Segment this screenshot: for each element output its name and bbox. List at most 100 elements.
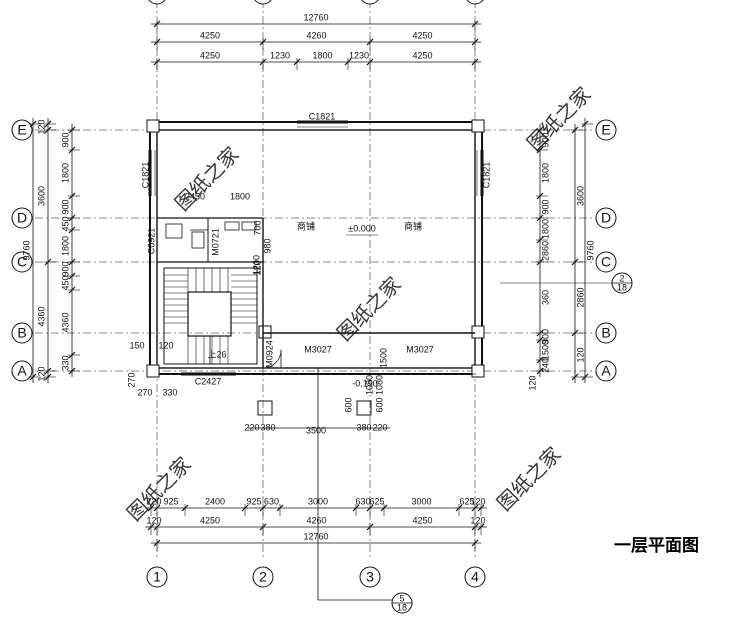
axis-bubble-col-bottom-1: 1 (153, 569, 161, 585)
room-label-shop-left: 商铺 (297, 220, 315, 231)
dimension-tick (571, 258, 579, 266)
dim-interior-value: 220 (244, 422, 259, 432)
axis-bubble-row-right-C: C (601, 254, 611, 270)
dim-left-extra-value: 270 (126, 372, 136, 387)
door-label-left: M3027 (304, 344, 332, 354)
dimension-tick (571, 126, 579, 134)
dimension-tick (68, 351, 76, 359)
dim-left-extra-value: 120 (158, 340, 173, 350)
dim-bottom-detail-value: 625 (459, 496, 474, 506)
dim-top-detail-value: 1230 (270, 50, 290, 60)
axis-bubble-col-top-4-circle (466, 0, 484, 5)
dim-right-extra-value: 120 (527, 375, 537, 390)
dim-interior-value: 380 (260, 422, 275, 432)
dimension-tick (293, 58, 301, 66)
dimension-tick (241, 504, 249, 512)
window-label-left: C1821 (140, 162, 150, 189)
axis-bubble-col-bottom-3: 3 (366, 569, 374, 585)
fixture-basin (165, 223, 183, 239)
dim-bottom-detail-value: 630 (264, 496, 279, 506)
dimension-tick (536, 258, 544, 266)
dimension-tick (571, 373, 579, 381)
dimension-tick (471, 523, 479, 531)
window-label-c0921: C0921 (146, 228, 156, 255)
axis-bubble-row-left-B: B (17, 325, 26, 341)
structural-column (258, 325, 272, 339)
axis-bubble-row-left-D-circle (11, 207, 33, 229)
dim-right-inner-value: 1800 (540, 219, 550, 239)
dim-right-inner-value: 900 (540, 199, 550, 214)
dimension-tick (68, 214, 76, 222)
dim-bottom-detail-value: 625 (369, 496, 384, 506)
dim-top-bays-value: 4250 (200, 30, 220, 40)
dimension-tick (536, 329, 544, 337)
dimension-tick (44, 373, 52, 381)
room-label-shop-right: 商铺 (404, 220, 422, 231)
dimension-tick (344, 58, 352, 66)
axis-bubble-row-right-C-circle (595, 251, 617, 273)
dimension-tick (571, 329, 579, 337)
dim-left-inner-value: 450 (60, 216, 70, 231)
entry-column-right (356, 400, 372, 416)
dimension-tick (536, 336, 544, 344)
axis-bubble-row-left-C-circle (11, 251, 33, 273)
axis-bubble-col-bottom-3-circle (359, 566, 381, 588)
axis-bubble-row-left-E-circle (11, 119, 33, 141)
axis-bubble-col-bottom-2-circle (252, 566, 274, 588)
dimension-tick (44, 120, 52, 128)
axis-bubble-col-top-2: 2 (259, 0, 267, 2)
stair-up-label: 上26 (207, 349, 226, 359)
dim-left-inner-value: 450 (60, 275, 70, 290)
dimension-tick (471, 58, 479, 66)
stair-well-outer (163, 267, 258, 365)
dim-top-detail-value: 4250 (200, 50, 220, 60)
dim-left-outer-value: 3600 (36, 186, 46, 206)
dimension-tick (455, 504, 463, 512)
dimension-tick (68, 226, 76, 234)
fixture-sink (241, 221, 257, 231)
dim-interior-value: 600 (343, 397, 353, 412)
dimension-tick (536, 146, 544, 154)
dim-interior-value: 1080 (374, 375, 384, 395)
dimension-tick (68, 146, 76, 154)
dim-bottom-detail-value: 120 (470, 496, 485, 506)
dimension-tick (68, 258, 76, 266)
watermark-text: 图纸之家 (493, 443, 566, 516)
dim-right-inner-value: 360 (540, 290, 550, 305)
dim-right-total-value: 9760 (585, 240, 595, 260)
axis-bubble-col-top-3: 3 (366, 0, 374, 2)
detail-index-5-number: 5 (399, 593, 404, 603)
dim-left-inner-value: 1800 (60, 236, 70, 256)
dim-top-total-value: 12760 (303, 12, 328, 22)
detail-index-2-number: 2 (619, 273, 624, 283)
dimension-tick (581, 373, 589, 381)
dimension-tick (477, 523, 485, 531)
dimension-tick (68, 192, 76, 200)
axis-bubble-col-bottom-2: 2 (259, 569, 267, 585)
dim-bottom-detail-value: 925 (246, 496, 261, 506)
dim-interior-value: 980 (262, 238, 272, 253)
dim-interior-value: 1080 (364, 375, 374, 395)
axis-bubble-col-bottom-4-circle (464, 566, 486, 588)
dim-interior-value: 120 (252, 260, 262, 275)
dim-bottom-bays-value: 120 (470, 515, 485, 525)
dimension-tick (581, 120, 589, 128)
dim-interior-value: 1200 (251, 255, 261, 275)
dimension-tick (536, 192, 544, 200)
dim-left-inner-value: 900 (60, 261, 70, 276)
window-label-right: C1821 (481, 162, 491, 189)
dimension-tick (259, 38, 267, 46)
dim-right-inner-value: 1800 (540, 163, 550, 183)
dimension-tick (147, 504, 155, 512)
structural-column (471, 364, 485, 378)
watermark-text: 图纸之家 (333, 273, 406, 346)
dimension-tick (536, 236, 544, 244)
dim-right-outer-value: 2860 (575, 287, 585, 307)
door-label-right: M3027 (406, 344, 434, 354)
dimension-tick (29, 120, 37, 128)
dim-bottom-bays-value: 4250 (200, 515, 220, 525)
dimension-tick (153, 504, 161, 512)
dimension-tick (536, 367, 544, 375)
dim-top-detail-value: 1230 (349, 50, 369, 60)
dimension-tick (477, 504, 485, 512)
